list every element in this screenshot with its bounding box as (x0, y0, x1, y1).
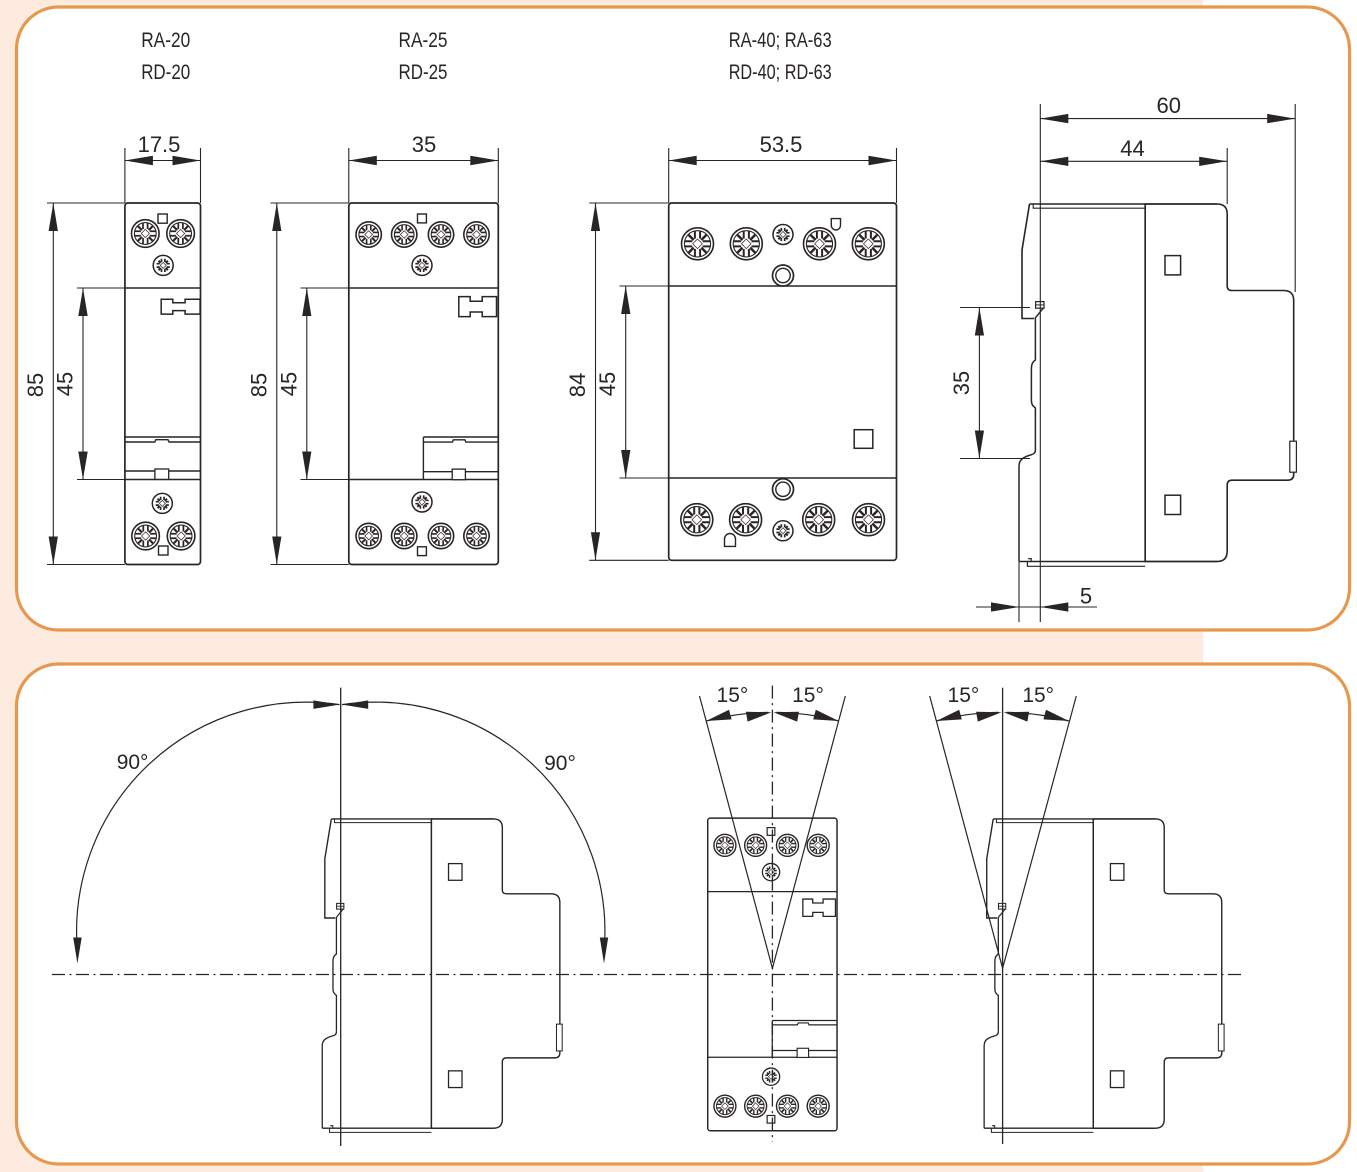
svg-text:RD-20: RD-20 (141, 60, 190, 84)
svg-text:17.5: 17.5 (138, 132, 181, 157)
svg-text:45: 45 (595, 372, 620, 396)
svg-text:85: 85 (23, 373, 48, 397)
svg-text:60: 60 (1156, 93, 1180, 118)
svg-text:RD-25: RD-25 (399, 60, 448, 84)
svg-text:84: 84 (565, 373, 590, 397)
svg-text:35: 35 (949, 371, 974, 395)
svg-text:RD-40; RD-63: RD-40; RD-63 (729, 60, 832, 84)
svg-text:35: 35 (412, 132, 436, 157)
svg-text:45: 45 (53, 372, 78, 396)
svg-text:15°: 15° (792, 684, 824, 707)
svg-text:15°: 15° (948, 684, 980, 707)
svg-text:85: 85 (246, 373, 271, 397)
svg-text:RA-20: RA-20 (141, 28, 190, 52)
svg-text:90°: 90° (117, 751, 149, 774)
svg-text:5: 5 (1080, 584, 1092, 609)
svg-text:44: 44 (1120, 136, 1144, 161)
svg-text:45: 45 (276, 372, 301, 396)
svg-text:15°: 15° (717, 684, 749, 707)
svg-text:53.5: 53.5 (760, 132, 803, 157)
svg-text:RA-40; RA-63: RA-40; RA-63 (729, 28, 832, 52)
svg-text:90°: 90° (544, 752, 576, 775)
svg-text:RA-25: RA-25 (399, 28, 448, 52)
svg-text:15°: 15° (1022, 684, 1054, 707)
